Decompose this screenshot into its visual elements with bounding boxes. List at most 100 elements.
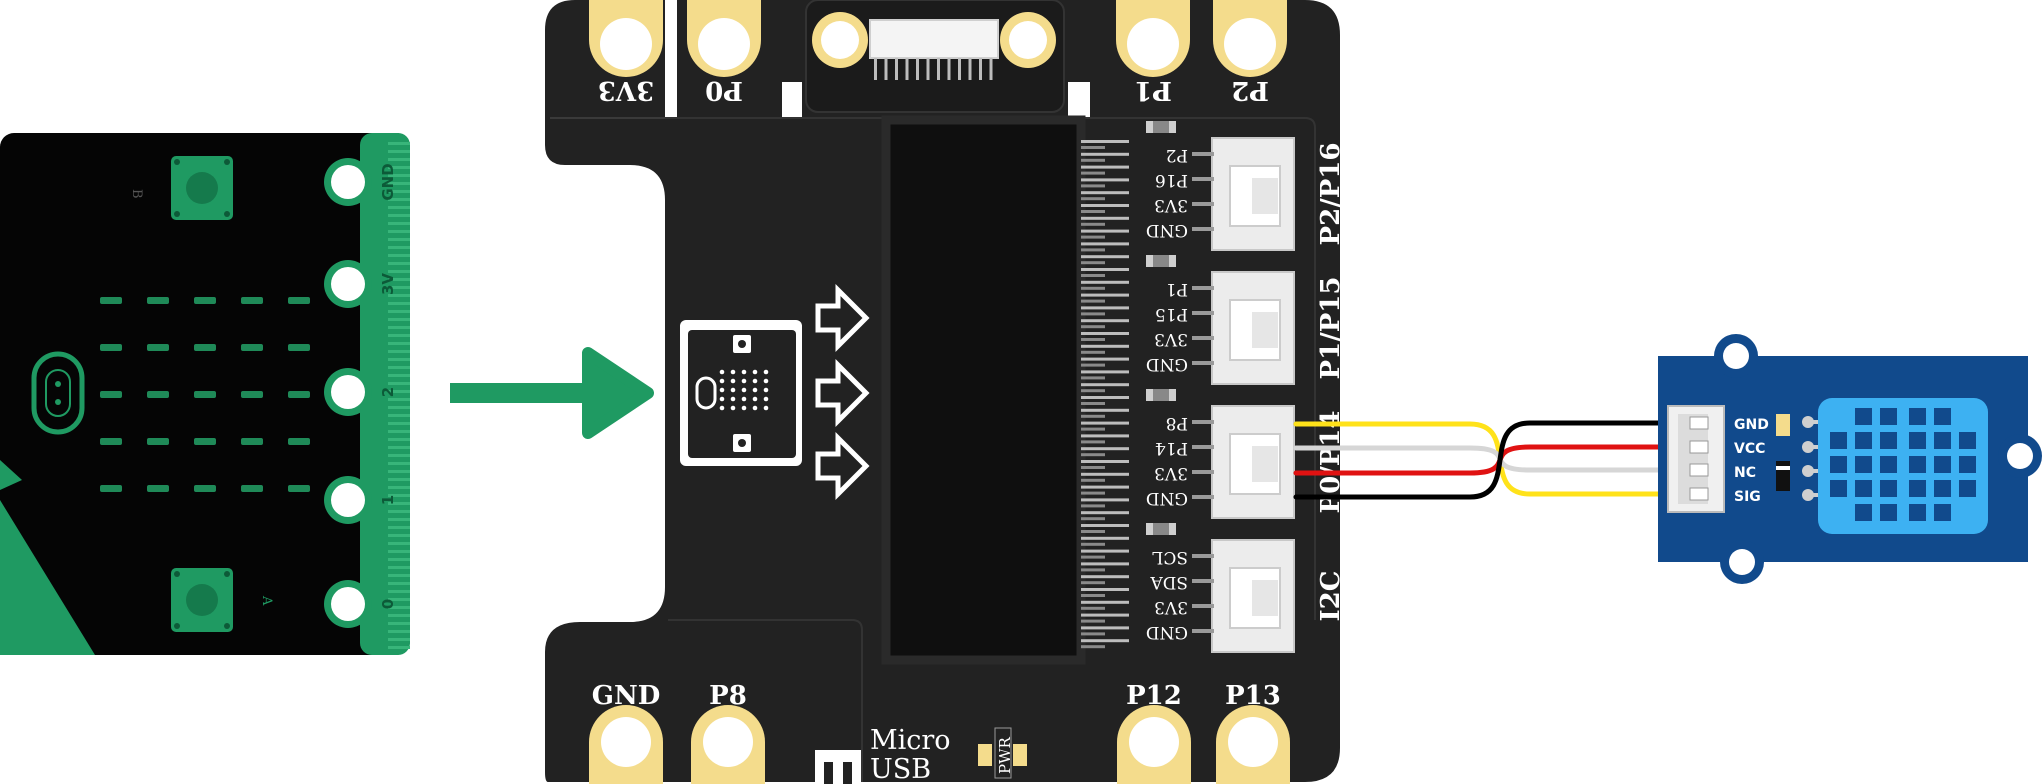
led (100, 485, 122, 492)
led (147, 391, 169, 398)
top-pad-3v3: 3V3 (589, 0, 663, 105)
led (241, 485, 263, 492)
led (288, 344, 310, 351)
button-b-label: B (129, 189, 144, 199)
micro-usb-label-1: Micro (870, 725, 951, 756)
pwr-indicator: PWR (978, 727, 1027, 779)
pad-label: P2 (1231, 75, 1269, 105)
microbit-logo (31, 351, 85, 435)
port-pin-label: P14 (1155, 438, 1188, 458)
port-pin-label: P16 (1155, 170, 1188, 190)
led (100, 391, 122, 398)
edge-pin-label: 3V (379, 273, 397, 295)
led (241, 438, 263, 445)
led (100, 438, 122, 445)
top-pins: 3V3 P0 P1 P2 (589, 0, 1287, 105)
bottom-pad-p12: P12 (1117, 681, 1191, 784)
port-pin-label: 3V3 (1154, 597, 1188, 617)
edge-pin-label: GND (379, 163, 397, 200)
port-pin-label: GND (1146, 488, 1188, 508)
port-pin-label: P1 (1166, 279, 1188, 299)
arrow-outline-icon (815, 431, 870, 501)
led-matrix (100, 297, 310, 492)
arrow-outline-icon (815, 358, 870, 428)
pad-label: GND (592, 681, 661, 711)
bottom-pad-gnd: GND (589, 681, 663, 784)
led (194, 438, 216, 445)
sensor-pin-label: GND (1734, 417, 1769, 433)
port-pin-label: SCL (1152, 547, 1188, 567)
corner-decoration (0, 460, 22, 490)
led (241, 297, 263, 304)
temperature-humidity-sensor: GND VCC NC SIG (1658, 334, 2042, 584)
pad-label: P12 (1126, 681, 1182, 711)
port-name: P1/P15 (1316, 277, 1346, 380)
port-pin-label: P8 (1166, 413, 1188, 433)
led (194, 391, 216, 398)
wires (1293, 420, 1701, 500)
led (288, 391, 310, 398)
led (288, 297, 310, 304)
wire-black (1293, 420, 1701, 500)
led (147, 485, 169, 492)
edge-socket (881, 115, 1129, 665)
led (241, 391, 263, 398)
pwr-label: PWR (996, 736, 1014, 774)
led (288, 438, 310, 445)
port-name: I2C (1316, 571, 1346, 622)
led (100, 344, 122, 351)
sensor-pin-labels: GND VCC NC SIG (1734, 417, 1769, 505)
top-connector (812, 12, 1056, 80)
micro-usb-label-2: USB (870, 754, 931, 784)
pad-label: 3V3 (598, 75, 654, 105)
arrow-icons (815, 283, 870, 501)
led (100, 297, 122, 304)
port-pin-label: GND (1146, 220, 1188, 240)
pad-label: P13 (1225, 681, 1281, 711)
led (147, 344, 169, 351)
top-pad-p1: P1 (1116, 0, 1190, 105)
led (241, 344, 263, 351)
microbit-icon (680, 320, 802, 466)
button-a-label: A (259, 595, 274, 606)
port-pin-label: SDA (1150, 572, 1188, 592)
port-pin-label: 3V3 (1154, 463, 1188, 483)
arrow-outline-icon (815, 283, 870, 353)
port-pin-label: GND (1146, 622, 1188, 642)
led (194, 297, 216, 304)
pad-label: P0 (705, 75, 743, 105)
corner-decoration (0, 500, 95, 655)
top-pad-p0: P0 (687, 0, 761, 105)
button-a: A (171, 568, 274, 632)
port-pin-label: GND (1146, 354, 1188, 374)
port-pin-label: 3V3 (1154, 195, 1188, 215)
arrow-right-icon (450, 347, 654, 439)
port-pin-label: P2 (1166, 145, 1188, 165)
sensor-pin-label: SIG (1734, 489, 1761, 505)
led (194, 344, 216, 351)
port-pin-label: P15 (1155, 304, 1188, 324)
port-pin-label: 3V3 (1154, 329, 1188, 349)
led (147, 297, 169, 304)
led (194, 485, 216, 492)
led (147, 438, 169, 445)
sensor-pin-label: NC (1734, 465, 1756, 481)
edge-connector-teeth (388, 142, 410, 649)
button-b: B (129, 156, 233, 220)
micro-usb: Micro USB (815, 725, 951, 784)
edge-pin-label: 2 (379, 387, 397, 397)
top-pad-p2: P2 (1213, 0, 1287, 105)
pad-label: P1 (1134, 75, 1172, 105)
sensor-pin-label: VCC (1734, 441, 1765, 457)
edge-pin-label: 0 (379, 599, 397, 609)
